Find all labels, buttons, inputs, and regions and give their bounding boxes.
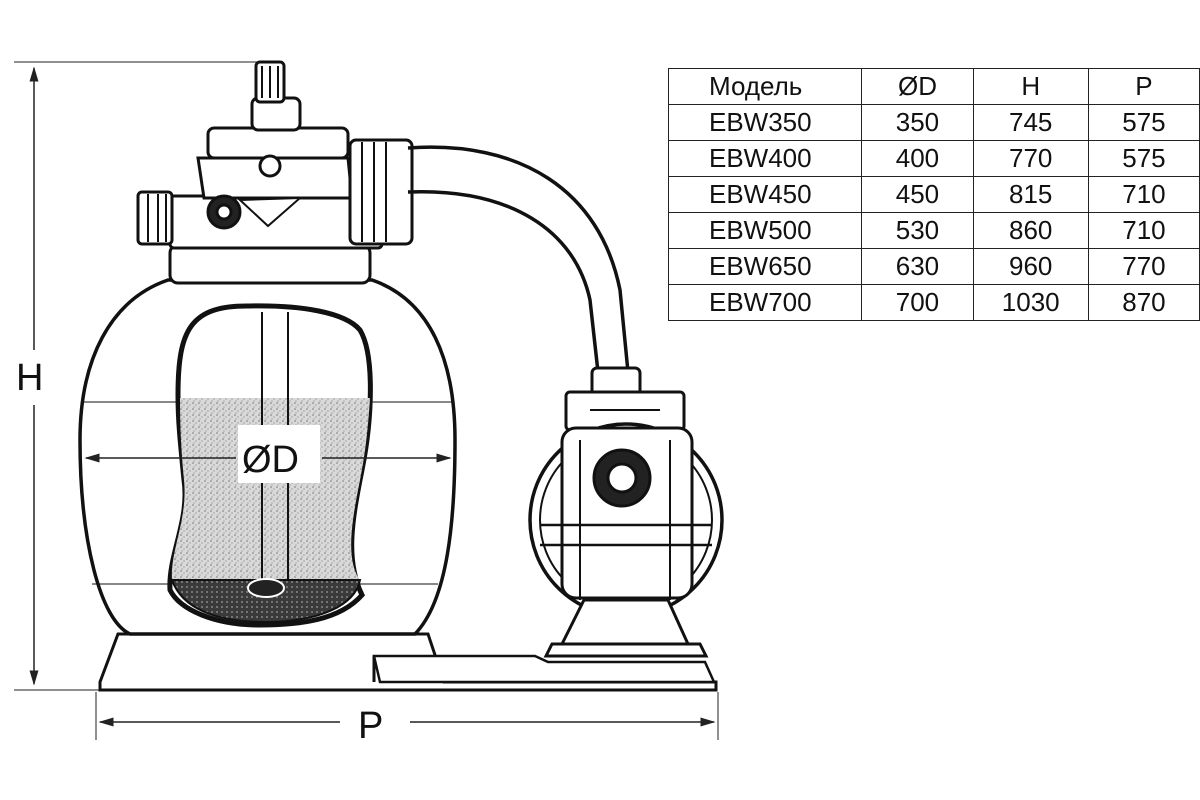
- table-row: EBW500 530 860 710: [667, 212, 1200, 249]
- cell-diameter: 530: [861, 212, 974, 249]
- cell-length: 710: [1087, 176, 1200, 213]
- height-label: H: [16, 357, 43, 399]
- table-row: EBW400 400 770 575: [667, 140, 1200, 177]
- table-row: EBW700 700 1030 870: [667, 284, 1200, 321]
- cell-length: 710: [1087, 212, 1200, 249]
- cell-diameter: 400: [861, 140, 974, 177]
- tank-cutaway: [167, 303, 373, 628]
- cell-model: EBW350: [667, 104, 863, 141]
- cell-diameter: 350: [861, 104, 974, 141]
- cell-length: 770: [1087, 248, 1200, 285]
- header-model: Модель: [667, 68, 863, 105]
- diameter-label: ØD: [242, 439, 299, 481]
- cell-height: 960: [972, 248, 1089, 285]
- table-header-row: Модель ØD H P: [667, 68, 1200, 105]
- height-dimension: [14, 61, 265, 691]
- cell-height: 1030: [972, 284, 1089, 321]
- cell-height: 770: [972, 140, 1089, 177]
- cell-diameter: 450: [861, 176, 974, 213]
- cell-length: 575: [1087, 104, 1200, 141]
- cell-diameter: 630: [861, 248, 974, 285]
- cell-length: 575: [1087, 140, 1200, 177]
- pump: [528, 366, 724, 658]
- cell-model: EBW700: [667, 284, 863, 321]
- cell-model: EBW500: [667, 212, 863, 249]
- cell-model: EBW450: [667, 176, 863, 213]
- cell-height: 815: [972, 176, 1089, 213]
- header-height: H: [972, 68, 1089, 105]
- table-row: EBW650 630 960 770: [667, 248, 1200, 285]
- header-length: P: [1087, 68, 1200, 105]
- base-plate: [98, 632, 718, 692]
- cell-diameter: 700: [861, 284, 974, 321]
- cell-height: 745: [972, 104, 1089, 141]
- spec-table: Модель ØD H P EBW350 350 745 575 EBW400 …: [667, 68, 1200, 321]
- table-row: EBW350 350 745 575: [667, 104, 1200, 141]
- table-row: EBW450 450 815 710: [667, 176, 1200, 213]
- cell-length: 870: [1087, 284, 1200, 321]
- connecting-hose: [407, 145, 630, 373]
- header-diameter: ØD: [861, 68, 974, 105]
- length-dimension: [95, 692, 719, 740]
- cell-model: EBW400: [667, 140, 863, 177]
- length-label: P: [358, 705, 383, 747]
- cell-model: EBW650: [667, 248, 863, 285]
- multiport-valve: [136, 60, 414, 250]
- cell-height: 860: [972, 212, 1089, 249]
